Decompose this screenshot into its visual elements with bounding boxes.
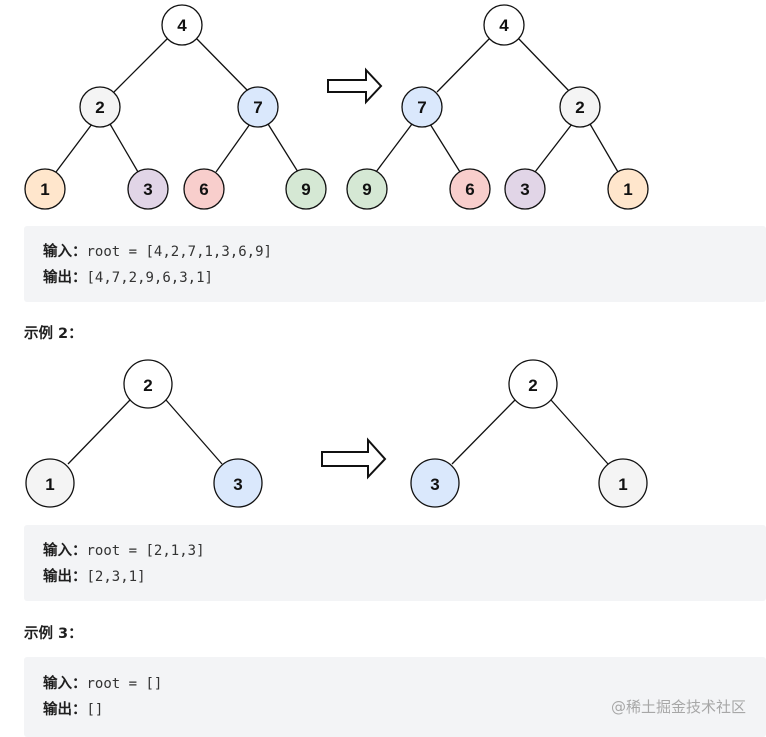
ex1-after-node-a xyxy=(483,4,525,46)
svg-text:3: 3 xyxy=(430,475,439,494)
svg-text:2: 2 xyxy=(575,98,584,117)
input-line: 输入：root = [4,2,7,1,3,6,9] xyxy=(43,238,766,264)
output-line: 输出：[2,3,1] xyxy=(43,563,766,589)
svg-text:7: 7 xyxy=(417,98,426,117)
input-label: 输入： xyxy=(43,244,87,260)
svg-text:3: 3 xyxy=(233,475,242,494)
svg-text:1: 1 xyxy=(618,475,627,494)
tree-node: 9 xyxy=(285,168,327,210)
ex2-before-node-b xyxy=(25,458,75,508)
svg-text:1: 1 xyxy=(45,475,54,494)
tree-node: 2 xyxy=(123,359,173,409)
tree-node: 7 xyxy=(401,86,443,128)
input-value: root = [] xyxy=(86,676,163,692)
ex2-before-node-c xyxy=(213,458,263,508)
svg-text:4: 4 xyxy=(499,16,509,35)
input-line: 输入：root = [] xyxy=(43,670,766,696)
output-line: 输出：[4,7,2,9,6,3,1] xyxy=(43,264,766,290)
input-label: 输入： xyxy=(43,543,87,559)
tree-node: 1 xyxy=(598,458,648,508)
right-arrow-icon xyxy=(321,437,387,480)
tree-node: 9 xyxy=(346,168,388,210)
tree-node: 4 xyxy=(161,4,203,46)
output-line: 输出：[] xyxy=(43,696,766,722)
svg-text:1: 1 xyxy=(623,180,632,199)
output-value: [] xyxy=(86,702,104,718)
svg-text:6: 6 xyxy=(199,180,208,199)
tree-node: 6 xyxy=(449,168,491,210)
svg-text:1: 1 xyxy=(40,180,49,199)
svg-text:6: 6 xyxy=(465,180,474,199)
svg-text:7: 7 xyxy=(253,98,262,117)
tree-node: 3 xyxy=(504,168,546,210)
example-1-before-tree: 4 2 7 1 3 6 9 xyxy=(24,4,327,210)
example-1-after-tree: 4 7 2 9 6 3 1 xyxy=(346,4,649,210)
tree-node: 6 xyxy=(183,168,225,210)
output-label: 输出： xyxy=(43,569,87,585)
input-value: root = [4,2,7,1,3,6,9] xyxy=(86,244,272,260)
ex1-before-node-c xyxy=(237,86,279,128)
input-label: 输入： xyxy=(43,676,87,692)
example-2-code-block: 输入：root = [2,1,3] 输出：[2,3,1] xyxy=(24,525,766,601)
ex1-before-node-b xyxy=(79,86,121,128)
tree-node: 1 xyxy=(607,168,649,210)
tree-node: 1 xyxy=(24,168,66,210)
example-1-diagram: 4 2 7 1 3 6 9 xyxy=(24,4,649,210)
ex1-after-node-e xyxy=(449,168,491,210)
example-2-before-tree: 2 1 3 xyxy=(25,359,263,508)
output-value: [4,7,2,9,6,3,1] xyxy=(86,270,213,286)
tree-node: 3 xyxy=(410,458,460,508)
tree-node: 2 xyxy=(79,86,121,128)
tree-node: 4 xyxy=(483,4,525,46)
output-label: 输出： xyxy=(43,702,87,718)
ex1-after-node-d xyxy=(346,168,388,210)
ex1-before-node-a xyxy=(161,4,203,46)
tree-node: 3 xyxy=(213,458,263,508)
input-value: root = [2,1,3] xyxy=(86,543,205,559)
svg-text:9: 9 xyxy=(362,180,371,199)
tree-node: 2 xyxy=(508,359,558,409)
example-2-diagram: 2 1 3 2 3 1 xyxy=(25,359,648,508)
ex1-before-node-d xyxy=(24,168,66,210)
ex1-after-node-c xyxy=(559,86,601,128)
example-2-heading: 示例 2： xyxy=(24,326,83,342)
svg-text:2: 2 xyxy=(143,376,152,395)
example-3-heading: 示例 3： xyxy=(24,626,83,642)
tree-node: 1 xyxy=(25,458,75,508)
watermark-text: @稀土掘金技术社区 xyxy=(610,698,746,716)
svg-text:9: 9 xyxy=(301,180,310,199)
output-label: 输出： xyxy=(43,270,87,286)
tree-node: 7 xyxy=(237,86,279,128)
tree-node: 2 xyxy=(559,86,601,128)
svg-text:4: 4 xyxy=(177,16,187,35)
ex1-after-node-b xyxy=(401,86,443,128)
ex2-after-node-b xyxy=(410,458,460,508)
example-1-code-block: 输入：root = [4,2,7,1,3,6,9] 输出：[4,7,2,9,6,… xyxy=(24,226,766,302)
ex2-after-node-c xyxy=(598,458,648,508)
svg-text:3: 3 xyxy=(520,180,529,199)
tree-node: 3 xyxy=(127,168,169,210)
svg-text:3: 3 xyxy=(143,180,152,199)
right-arrow-icon xyxy=(327,67,383,105)
svg-text:2: 2 xyxy=(95,98,104,117)
output-value: [2,3,1] xyxy=(86,569,146,585)
ex1-after-node-f xyxy=(504,168,546,210)
ex1-before-node-g xyxy=(285,168,327,210)
ex2-before-node-a xyxy=(123,359,173,409)
example-3-code-block: 输入：root = [] 输出：[] xyxy=(24,657,766,737)
ex1-after-node-g xyxy=(607,168,649,210)
example-2-after-tree: 2 3 1 xyxy=(410,359,648,508)
input-line: 输入：root = [2,1,3] xyxy=(43,537,766,563)
ex1-before-node-f xyxy=(183,168,225,210)
ex1-before-node-e xyxy=(127,168,169,210)
ex2-after-node-a xyxy=(508,359,558,409)
svg-text:2: 2 xyxy=(528,376,537,395)
